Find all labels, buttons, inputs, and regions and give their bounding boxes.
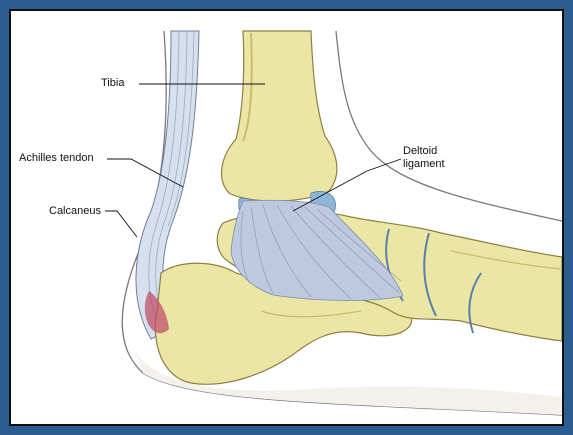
ankle-illustration	[11, 11, 562, 424]
label-tibia: Tibia	[101, 77, 124, 89]
label-calcaneus: Calcaneus	[49, 205, 101, 217]
tibia-bone	[222, 31, 337, 201]
label-deltoid-line2: ligament	[403, 158, 445, 170]
label-deltoid-line1: Deltoid	[403, 145, 437, 157]
diagram-panel: Tibia Achilles tendon Calcaneus Deltoid …	[9, 9, 564, 426]
label-achilles-tendon: Achilles tendon	[19, 152, 94, 164]
